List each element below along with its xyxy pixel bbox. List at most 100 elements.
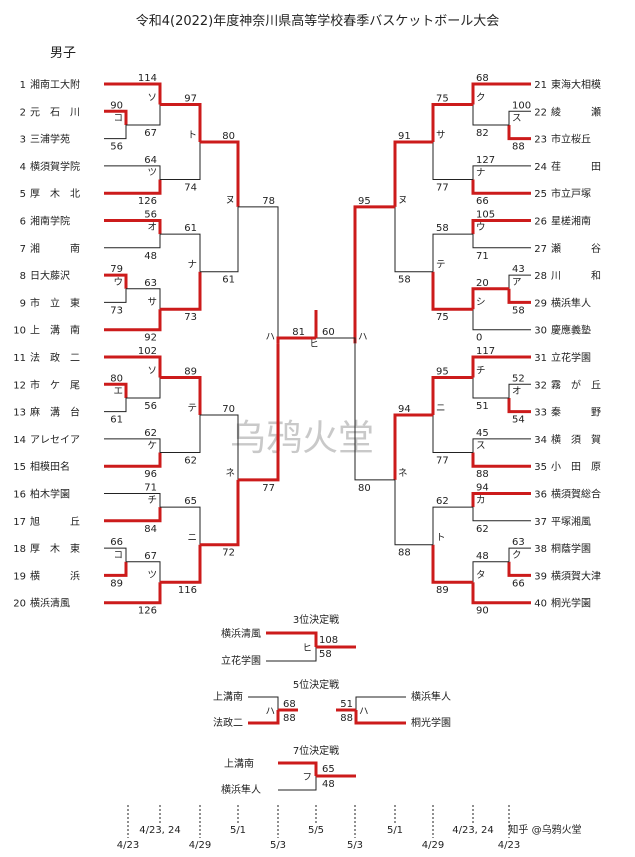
- bracket-line: [472, 438, 531, 453]
- score: 90: [110, 100, 123, 111]
- score: 71: [144, 483, 157, 494]
- team-seed: 16: [13, 490, 26, 501]
- match-label: テ: [436, 260, 446, 271]
- bracket-line: [355, 696, 406, 710]
- score: 88: [512, 142, 525, 153]
- score: 48: [476, 551, 489, 562]
- bracket-line: [431, 102, 473, 143]
- match-label: ア: [512, 277, 522, 288]
- match-label: エ: [113, 386, 123, 397]
- match-label: チ: [476, 365, 486, 376]
- bracket-line: [126, 561, 161, 583]
- team-seed: 35: [534, 462, 547, 473]
- match-label: コ: [113, 550, 123, 561]
- match-label: ナ: [476, 168, 486, 179]
- bracket-line: [471, 355, 531, 378]
- team-seed: 8: [20, 271, 26, 282]
- score: 117: [476, 346, 495, 357]
- team-seed: 33: [534, 408, 547, 419]
- team-name: 旭 丘: [30, 516, 80, 528]
- third-place-title: 3位決定戦: [293, 613, 339, 626]
- match-label: タ: [476, 570, 486, 581]
- team-name: 湘南工大附: [30, 78, 80, 91]
- bracket-line: [104, 382, 128, 398]
- team-seed: 26: [534, 217, 547, 228]
- bracket-line: [471, 82, 531, 105]
- bracket-line: [393, 140, 433, 207]
- final-score: 81: [292, 327, 305, 338]
- bracket-line: [431, 271, 473, 311]
- bracket-line: [200, 479, 240, 547]
- bracket-line: [471, 452, 531, 468]
- score: 66: [476, 196, 489, 207]
- score: 80: [222, 131, 235, 142]
- round-date: 5/3: [347, 840, 363, 851]
- score: 126: [138, 196, 157, 207]
- team-seed: 30: [534, 326, 547, 337]
- team-seed: 39: [534, 571, 547, 582]
- match-label: ナ: [187, 260, 197, 271]
- score: 58: [319, 649, 332, 660]
- match-label: ス: [476, 441, 486, 452]
- score: 88: [340, 713, 353, 724]
- team-seed: 17: [13, 517, 26, 528]
- match-label: ソ: [147, 365, 157, 376]
- match-label: ウ: [113, 277, 123, 288]
- team-seed: 11: [13, 353, 26, 364]
- score: 68: [283, 699, 296, 710]
- seventh-place-title: 7位決定戦: [293, 744, 339, 757]
- bracket-line: [200, 140, 240, 207]
- team-name: 法政二: [213, 716, 243, 729]
- score: 100: [512, 100, 531, 111]
- score: 80: [358, 483, 371, 494]
- team-name: 三浦学苑: [30, 133, 70, 146]
- score: 48: [322, 779, 335, 790]
- team-name: 上溝南: [213, 690, 243, 703]
- score: 0: [476, 333, 482, 344]
- match-label: ネ: [398, 468, 408, 479]
- bracket-line: [507, 124, 531, 141]
- bracket-line: [104, 179, 162, 195]
- final-line: [316, 337, 356, 344]
- score: 73: [184, 312, 197, 323]
- score: 56: [144, 210, 157, 221]
- score: 79: [110, 264, 123, 275]
- team-name: 横 須 賀: [551, 433, 601, 446]
- team-name: 綾 瀬: [551, 105, 601, 118]
- score: 75: [436, 93, 449, 104]
- bracket-line: [266, 647, 317, 662]
- team-seed: 34: [534, 435, 547, 446]
- bracket-line: [471, 219, 531, 235]
- score: 65: [322, 764, 335, 775]
- team-name: 横須賀大津: [551, 569, 601, 582]
- bracket-line: [104, 165, 161, 180]
- bracket-line: [104, 582, 162, 605]
- match-label: ウ: [476, 222, 486, 233]
- bracket-line: [508, 547, 531, 562]
- team-name: 横浜隼人: [551, 296, 591, 309]
- score: 82: [476, 128, 489, 139]
- score: 95: [436, 366, 449, 377]
- team-name: 荏 田: [551, 161, 601, 173]
- team-name: 平塚湘風: [551, 515, 591, 528]
- score: 58: [512, 305, 525, 316]
- match-label: カ: [476, 495, 486, 506]
- bracket-line: [104, 493, 161, 508]
- score: 62: [184, 456, 197, 467]
- team-name: 桐光学園: [411, 716, 451, 729]
- score: 61: [184, 223, 197, 234]
- round-date: 5/1: [387, 825, 403, 836]
- bracket-line: [160, 506, 201, 545]
- score: 127: [476, 155, 495, 166]
- score: 89: [184, 366, 197, 377]
- team-seed: 19: [13, 571, 26, 582]
- division-label: 男子: [50, 46, 77, 61]
- team-seed: 12: [13, 380, 26, 391]
- team-seed: 36: [534, 490, 547, 501]
- bracket-line: [248, 710, 280, 725]
- team-name: 市 立 東: [30, 296, 80, 309]
- score: 80: [110, 373, 123, 384]
- score: 94: [398, 404, 411, 415]
- round-date: 4/23, 24: [452, 825, 494, 836]
- team-name: 瀬 谷: [551, 243, 601, 255]
